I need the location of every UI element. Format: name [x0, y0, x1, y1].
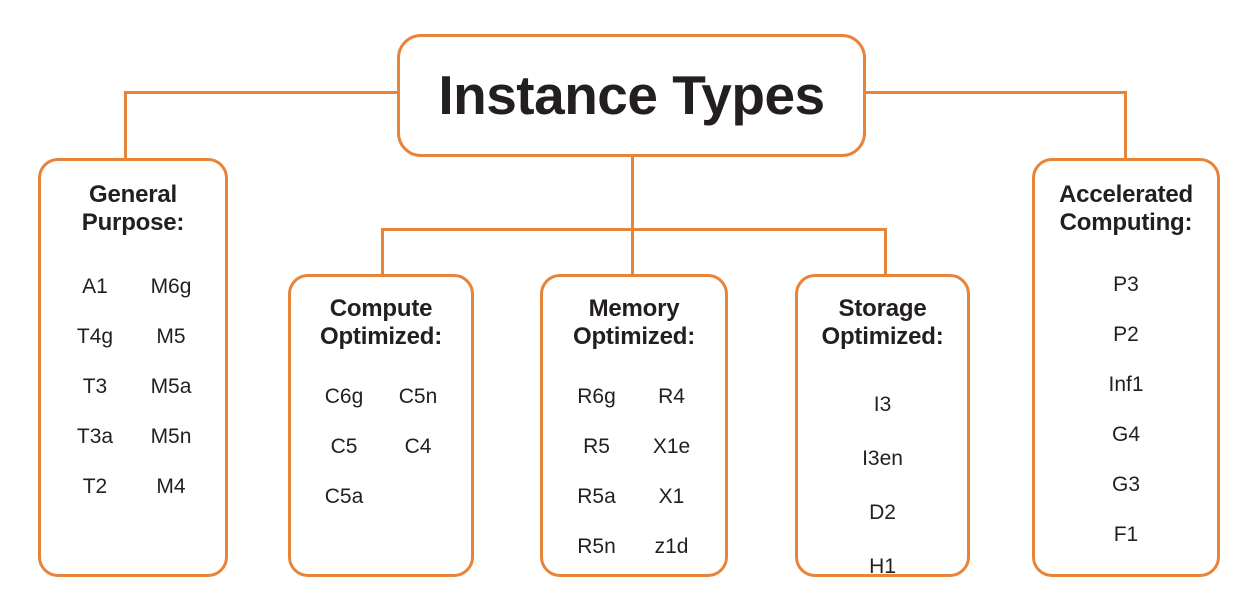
connector-bus-to-storage: [884, 228, 887, 277]
list-item: C5: [330, 435, 358, 459]
list-item: F1: [1113, 523, 1139, 547]
connector-root-to-general-horizontal: [124, 91, 400, 94]
compute-optimized-item-list: C6g C5n C5 C4 C5a: [291, 372, 471, 522]
list-item: R6g: [577, 385, 616, 409]
list-item: I3: [873, 393, 892, 417]
list-item: M5n: [150, 425, 192, 449]
list-item: X1e: [652, 435, 691, 459]
list-item: G3: [1111, 473, 1140, 497]
list-item: C4: [404, 435, 432, 459]
node-instance-types-title: Instance Types: [438, 64, 825, 127]
list-item: C5a: [324, 485, 364, 509]
list-item: H1: [869, 555, 896, 579]
node-general-purpose-title: General Purpose:: [81, 181, 185, 237]
node-accelerated-computing-title: Accelerated Computing:: [1059, 181, 1193, 237]
list-item: T3: [82, 375, 108, 399]
memory-optimized-item-list: R6g R4 R5 X1e R5a X1 R5n z1d: [543, 372, 725, 572]
connector-bus-to-memory: [631, 228, 634, 277]
list-item: C5n: [398, 385, 438, 409]
list-item: T2: [82, 475, 108, 499]
list-item: G4: [1111, 423, 1140, 447]
list-item: z1d: [654, 535, 689, 559]
node-accelerated-computing[interactable]: Accelerated Computing: P3 P2 Inf1 G4 G3 …: [1032, 158, 1220, 577]
connector-root-to-general-vertical: [124, 91, 127, 161]
list-item: M5: [156, 325, 186, 349]
list-item: M4: [156, 475, 186, 499]
node-storage-optimized-title: Storage Optimized:: [821, 295, 944, 351]
connector-root-stem: [631, 154, 634, 231]
list-item: I3en: [862, 447, 903, 471]
list-item: P3: [1113, 273, 1139, 297]
accelerated-computing-item-list: P3 P2 Inf1 G4 G3 F1: [1035, 260, 1217, 560]
list-item: P2: [1113, 323, 1139, 347]
list-item: R4: [658, 385, 685, 409]
general-purpose-item-list: A1 M6g T4g M5 T3 M5a T3a M5n T2 M4: [41, 262, 225, 512]
node-instance-types[interactable]: Instance Types: [397, 34, 866, 157]
node-compute-optimized[interactable]: Compute Optimized: C6g C5n C5 C4 C5a: [288, 274, 474, 577]
list-item: R5: [583, 435, 610, 459]
list-item: T3a: [76, 425, 114, 449]
list-item: R5n: [577, 535, 616, 559]
list-item: A1: [82, 275, 108, 299]
list-item: R5a: [577, 485, 616, 509]
list-item: C6g: [324, 385, 364, 409]
node-storage-optimized[interactable]: Storage Optimized: I3 I3en D2 H1: [795, 274, 970, 577]
connector-bus-to-compute: [381, 228, 384, 277]
list-item: X1: [658, 485, 685, 509]
node-compute-optimized-title: Compute Optimized:: [320, 295, 442, 351]
list-item: Inf1: [1108, 373, 1144, 397]
storage-optimized-item-list: I3 I3en D2 H1: [798, 378, 967, 594]
connector-center-bus: [381, 228, 887, 231]
list-item: M5a: [150, 375, 192, 399]
node-memory-optimized[interactable]: Memory Optimized: R6g R4 R5 X1e R5a X1 R…: [540, 274, 728, 577]
connector-root-to-accelerated-vertical: [1124, 91, 1127, 161]
connector-root-to-accelerated-horizontal: [863, 91, 1127, 94]
list-item: M6g: [150, 275, 192, 299]
list-item: T4g: [76, 325, 114, 349]
node-memory-optimized-title: Memory Optimized:: [573, 295, 695, 351]
node-general-purpose[interactable]: General Purpose: A1 M6g T4g M5 T3 M5a T3…: [38, 158, 228, 577]
list-item: D2: [869, 501, 896, 525]
